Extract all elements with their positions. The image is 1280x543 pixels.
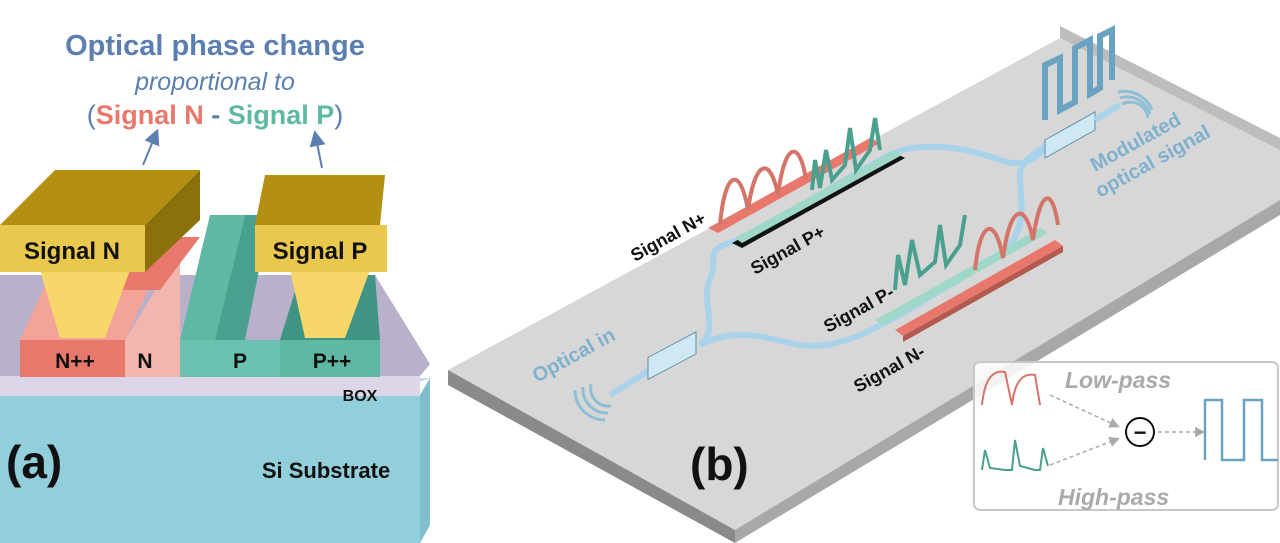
electrode-n-via [40,270,130,338]
title-open-paren: ( [86,100,96,130]
title-minus: - [203,100,228,130]
region-p-label: P [233,350,247,373]
inset-arrow-high [1049,436,1120,466]
electrode-n-minus [895,240,1063,336]
inset-arrow-low [1049,394,1120,428]
electrode-n-top [0,170,200,225]
inset-legend: Low-pass High-pass − [973,361,1279,511]
box-label: BOX [343,388,378,405]
title-line-2: proportional to [135,68,295,96]
output-square-wave [1042,25,1115,120]
title-signal-n: Signal N [95,100,204,130]
mmi-input [647,331,697,381]
electrode-n-minus-shadow [903,246,1063,342]
region-p-rib [180,215,245,340]
substrate-label: Si Substrate [262,458,390,483]
region-npp [20,340,125,377]
electrode-n-front [0,225,145,272]
inset-subtract-circle [1125,417,1155,447]
panel-a-cross-section: Signal N Signal P N++ N P P++ BOX Si Sub… [0,128,430,543]
arrow-to-title-p [309,130,326,169]
inset-low-pass-label: Low-pass [1065,367,1171,393]
electrode-n-plus [708,138,880,233]
mmi-output [1044,111,1096,159]
title-close-paren: ) [334,100,344,130]
waveguide-input [608,367,652,398]
electrode-n-label: Signal N [24,238,120,265]
region-n-label: N [137,350,152,373]
inset-lowpass-wave [981,370,1041,406]
region-npp-label: N++ [55,350,95,373]
electrode-n-side [145,170,200,272]
inset-highpass-wave [981,439,1049,471]
electrode-p-label: Signal P [273,238,368,265]
region-p [180,340,280,377]
title-signal-p: Signal P [227,100,335,130]
electrode-p-top [255,175,385,225]
region-ppp [280,340,380,377]
electrode-p-via [290,270,370,338]
arrow-to-title-n [142,128,160,166]
inset-minus-symbol: − [1134,420,1147,445]
electrode-p-front [255,225,387,272]
region-ppp-label: P++ [313,350,352,373]
waveform-n-minus [973,196,1060,271]
region-n-ridge [125,250,180,377]
title-line-1: Optical phase change [65,30,365,62]
panel-b-label: (b) [690,438,749,490]
box-layer [0,376,420,396]
grating-coupler-in [573,383,612,422]
waveform-p-minus [893,214,967,291]
inset-square-wave [1203,398,1278,462]
waveguide-output [1093,102,1122,123]
si-substrate-side [420,378,430,543]
grating-coupler-out [1117,89,1154,119]
waveform-n-plus [718,149,808,226]
title-line-3: (Signal N - Signal P) [0,100,430,131]
panel-a-label: (a) [6,436,62,488]
si-substrate [0,395,420,543]
inset-high-pass-label: High-pass [1058,484,1169,510]
electrode-p-plus [735,150,902,243]
chip-top [448,38,1280,530]
chip-front-edge [448,370,735,543]
waveform-p-plus [810,117,882,191]
